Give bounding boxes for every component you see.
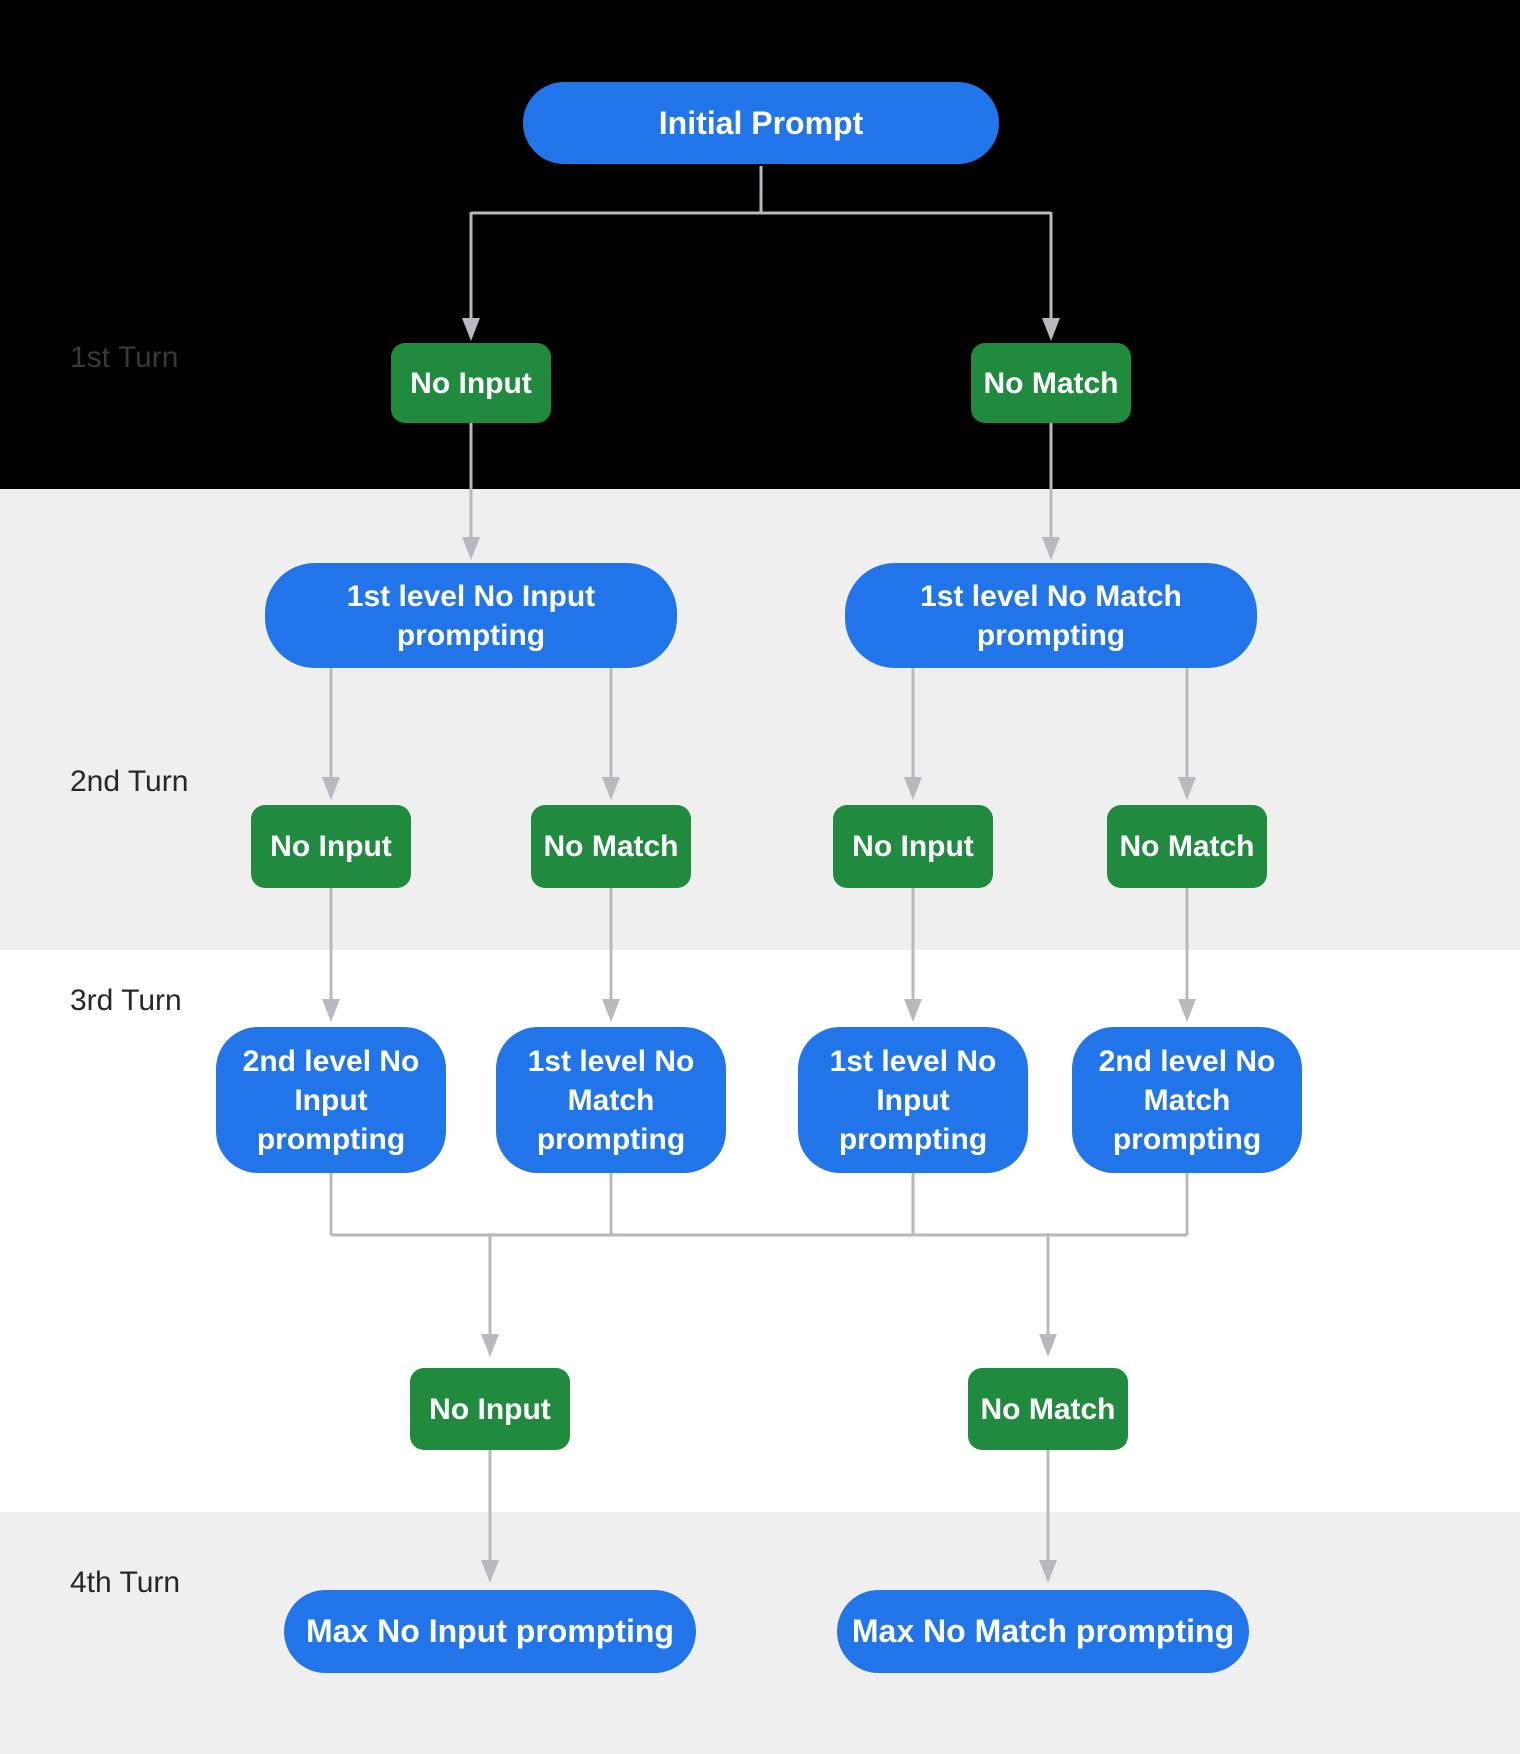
arrowhead	[322, 999, 340, 1022]
arrow-turn2-prompts-to-events	[322, 668, 1196, 800]
node-turn1-no-match: No Match	[971, 343, 1131, 423]
arrow-turn1-to-turn2-prompts	[462, 423, 1060, 560]
arrowhead	[1178, 777, 1196, 800]
turn-label-2: 2nd Turn	[70, 765, 189, 798]
band-turn-1	[0, 0, 1520, 489]
turn-label-4: 4th Turn	[70, 1566, 181, 1599]
node-2nd-level-no-match-prompting: 2nd level No Match prompting	[1072, 1027, 1302, 1173]
turn-label-3: 3rd Turn	[70, 984, 182, 1017]
node-1st-level-no-input-prompting: 1st level No Input prompting	[265, 563, 677, 668]
turn-label-1: 1st Turn	[70, 341, 179, 374]
node-1st-level-no-input-prompting-2: 1st level No Input prompting	[798, 1027, 1028, 1173]
arrowhead	[322, 777, 340, 800]
node-max-no-match-prompting: Max No Match prompting	[837, 1590, 1249, 1673]
node-turn2-no-input-left: No Input	[251, 805, 411, 888]
arrowhead	[1039, 1560, 1057, 1583]
arrowhead	[602, 999, 620, 1022]
arrow-bus-to-turn3-events	[481, 1233, 1057, 1357]
merge-bus	[329, 1173, 1189, 1237]
node-2nd-level-no-input-prompting: 2nd level No Input prompting	[216, 1027, 446, 1173]
node-1st-level-no-match-prompting: 1st level No Match prompting	[845, 563, 1257, 668]
node-turn2-no-input-right: No Input	[833, 805, 993, 888]
arrowhead	[1039, 1334, 1057, 1357]
arrowhead	[602, 777, 620, 800]
node-turn3-no-match: No Match	[968, 1368, 1128, 1450]
arrow-turn3-events-to-max-prompts	[481, 1450, 1057, 1583]
arrowhead	[904, 777, 922, 800]
arrowhead	[462, 537, 480, 560]
arrowhead	[1178, 999, 1196, 1022]
arrowhead	[1042, 318, 1060, 341]
node-turn3-no-input: No Input	[410, 1368, 570, 1450]
node-initial-prompt: Initial Prompt	[523, 82, 999, 164]
arrowhead	[1042, 537, 1060, 560]
arrowhead	[481, 1334, 499, 1357]
arrowhead	[462, 318, 480, 341]
arrow-initial-split	[462, 166, 1060, 341]
node-turn2-no-match-right: No Match	[1107, 805, 1267, 888]
node-turn2-no-match-left: No Match	[531, 805, 691, 888]
arrow-turn2-events-to-turn3-prompts	[322, 888, 1196, 1022]
node-max-no-input-prompting: Max No Input prompting	[284, 1590, 696, 1673]
node-1st-level-no-match-prompting-2: 1st level No Match prompting	[496, 1027, 726, 1173]
arrowhead	[904, 999, 922, 1022]
arrowhead	[481, 1560, 499, 1583]
band-turn-4	[0, 1512, 1520, 1754]
node-turn1-no-input: No Input	[391, 343, 551, 423]
